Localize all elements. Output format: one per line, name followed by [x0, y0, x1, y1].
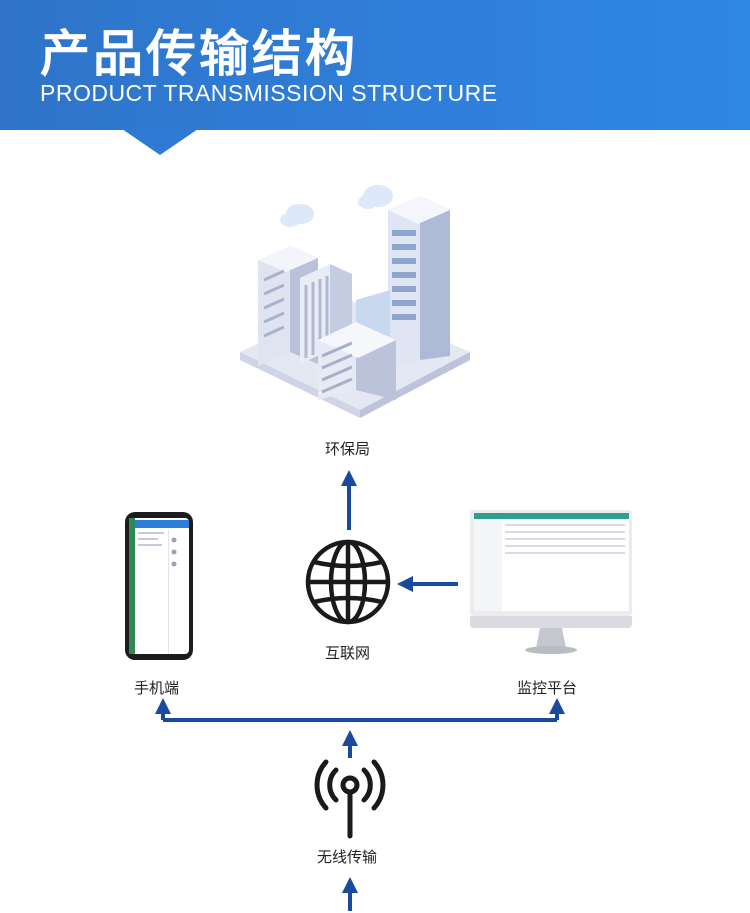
monitor-illustration — [470, 510, 632, 654]
header-banner-tip — [122, 129, 198, 155]
connection-arrows — [155, 470, 565, 911]
smartphone-illustration — [125, 512, 193, 660]
city-buildings-illustration — [240, 185, 470, 418]
page-subtitle: PRODUCT TRANSMISSION STRUCTURE — [40, 80, 498, 106]
wireless-signal-icon — [314, 759, 386, 839]
node-label-platform: 监控平台 — [517, 679, 578, 697]
node-label-mobile: 手机端 — [134, 679, 180, 697]
node-label-internet: 互联网 — [325, 644, 371, 662]
node-label-wireless: 无线传输 — [317, 848, 378, 866]
page-title: 产品传输结构 — [40, 25, 358, 83]
header-banner — [0, 0, 750, 130]
globe-icon — [305, 539, 391, 625]
node-label-epa: 环保局 — [325, 440, 371, 458]
